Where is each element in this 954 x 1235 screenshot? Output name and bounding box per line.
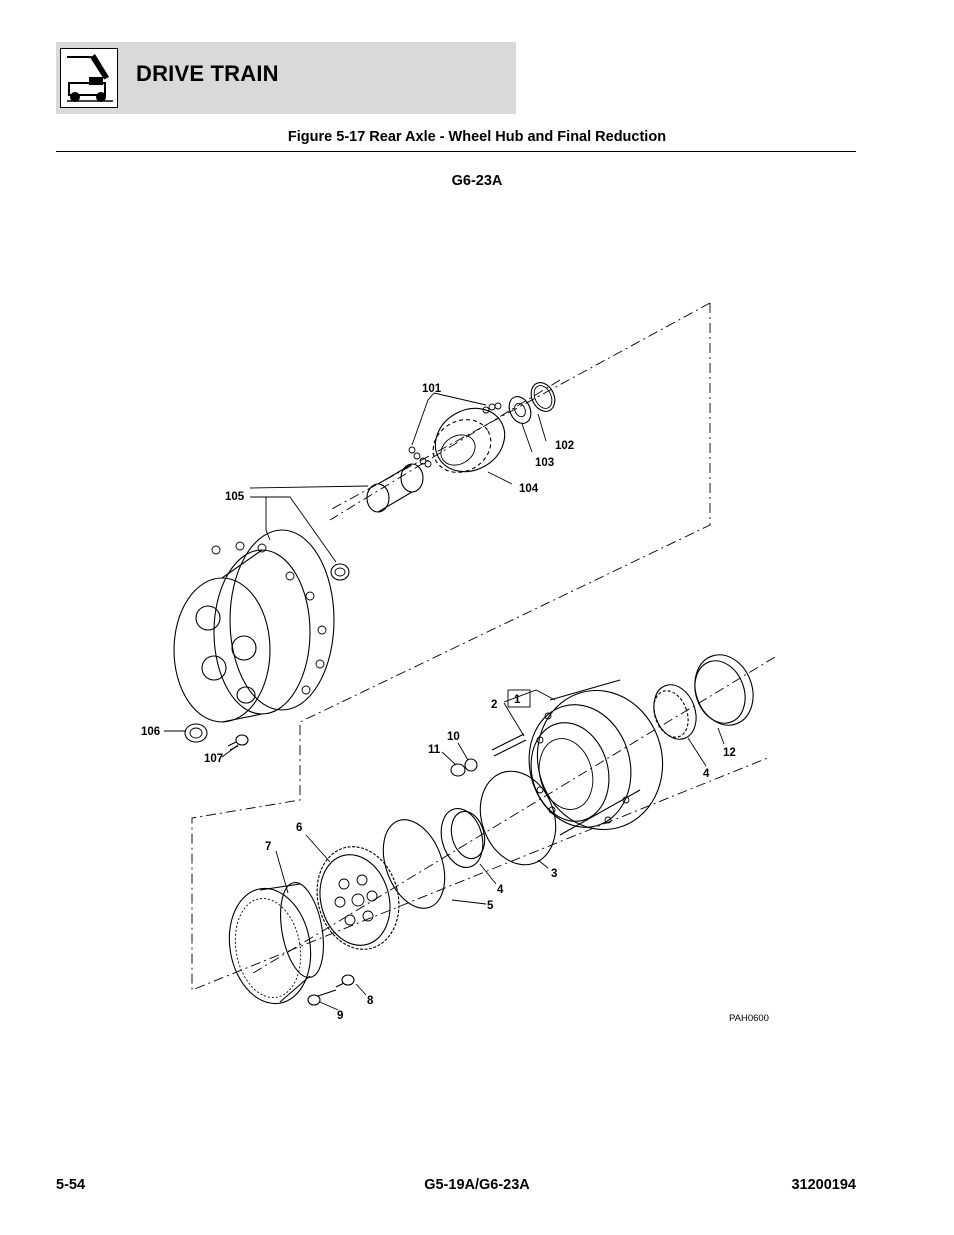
drawing-code: PAH0600 (729, 1013, 769, 1024)
header-rule (56, 151, 856, 152)
nut-11 (450, 763, 466, 777)
planet-carrier-housing (173, 529, 335, 723)
callout-2: 2 (491, 699, 497, 711)
callout-7: 7 (265, 841, 271, 853)
callout-4-lower: 4 (497, 884, 504, 896)
callout-106: 106 (141, 726, 160, 738)
seal-12 (694, 654, 754, 726)
page-number: 5-54 (56, 1177, 86, 1193)
planet-gear-6 (316, 846, 400, 950)
callout-10: 10 (447, 731, 460, 743)
lift-truck-icon (60, 48, 118, 108)
upper-centerline (329, 379, 561, 521)
callout-1: 1 (514, 694, 521, 706)
callout-104: 104 (519, 483, 539, 495)
plug-106 (184, 723, 208, 743)
footer-models: G5-19A/G6-23A (424, 1177, 530, 1193)
callout-12: 12 (723, 747, 736, 759)
callout-1-box (507, 689, 531, 708)
callout-4-upper: 4 (703, 768, 710, 780)
bearing-4-upper (653, 684, 697, 740)
stud-2 (491, 733, 527, 757)
callout-11: 11 (428, 744, 441, 756)
leader-lines (164, 392, 725, 1011)
model-label: G6-23A (451, 173, 503, 189)
ring-gear-7 (228, 882, 324, 1005)
pin-105 (366, 463, 424, 513)
axis-centerline (249, 656, 776, 976)
callout-101: 101 (422, 383, 442, 395)
snap-ring-5 (382, 819, 446, 909)
o-ring-3 (479, 770, 557, 866)
callout-3: 3 (551, 868, 557, 880)
callout-105: 105 (225, 491, 245, 503)
washer-10 (464, 758, 478, 772)
callout-8: 8 (367, 995, 374, 1007)
manual-number: 31200194 (791, 1177, 856, 1193)
callout-5: 5 (487, 900, 494, 912)
bearing-4-lower (440, 808, 486, 868)
bolt-9 (307, 989, 337, 1006)
figure-caption: Figure 5-17 Rear Axle - Wheel Hub and Fi… (287, 129, 667, 145)
section-title: DRIVE TRAIN (136, 61, 279, 86)
snap-ring-102 (530, 382, 556, 412)
ball-bearings-101 (408, 402, 502, 468)
callout-103: 103 (535, 457, 554, 469)
wheel-hub-1 (528, 679, 664, 836)
plug (330, 563, 350, 581)
screw-107 (227, 734, 249, 751)
sleeve-8 (335, 974, 355, 988)
callout-107: 107 (204, 753, 223, 765)
washer-103 (508, 396, 532, 424)
header-band (56, 42, 516, 114)
callout-9: 9 (337, 1010, 343, 1022)
sun-gear-104 (432, 407, 506, 473)
callout-102: 102 (555, 440, 574, 452)
callout-6: 6 (296, 822, 302, 834)
